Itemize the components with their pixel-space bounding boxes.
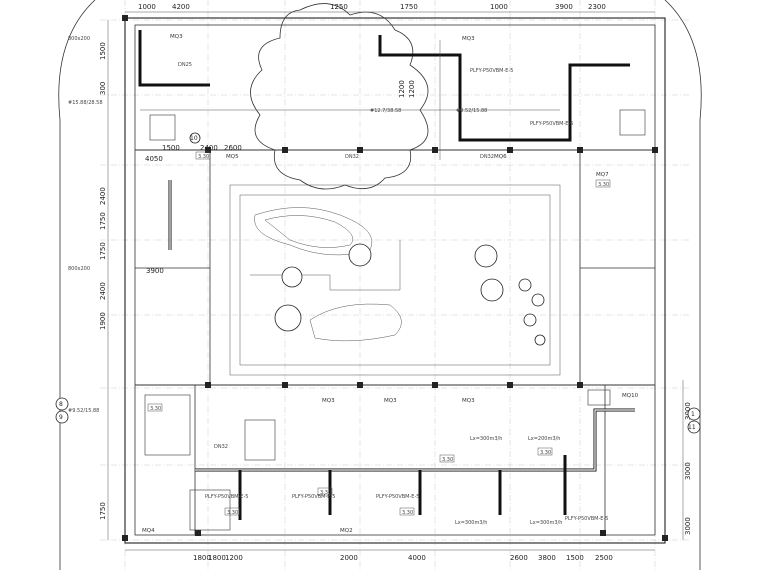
- dim-bottom-7: 1500: [566, 554, 584, 562]
- tag-mq3-d: MQ3: [462, 398, 475, 404]
- label-pipe-c: #15.88/28.58: [68, 100, 103, 106]
- duct-labels: DN32 DN32 DN32 DN25 PLFY-P50VBM-E-5 PLFY…: [68, 36, 608, 526]
- dim-right-2: 3000: [684, 517, 692, 535]
- label-lx-a: Lx=300m3/h: [470, 436, 502, 442]
- courtyard: [229, 184, 561, 376]
- top-dimensions: 1000 4200 1250 1750 1000 3900 2300: [125, 3, 655, 13]
- dim-right-1: 3000: [684, 462, 692, 480]
- label-pipe-b: #9.52/15.88: [68, 408, 99, 414]
- tree-canopy: [250, 3, 429, 190]
- building-walls: [124, 17, 666, 544]
- tag-mq10: MQ10: [622, 393, 639, 399]
- axis-left-9: 9: [59, 414, 63, 421]
- tag-mq3-a: MQ3: [170, 34, 183, 40]
- equipment: [144, 109, 646, 531]
- dim-bottom-5: 2600: [510, 554, 528, 562]
- level-3: 3.30: [540, 450, 551, 456]
- tag-mq6: MQ6: [494, 154, 507, 160]
- level-markers: 3.30 3.30 3.30 3.30 3.30 3.30 3.30 3.30: [147, 151, 611, 516]
- dim-left-3: 1750: [99, 212, 107, 230]
- dim-inner-2: 2400: [200, 144, 218, 152]
- label-plfy-e: PLFY-P50VBM-E-5: [530, 121, 573, 127]
- label-lx-d: Lx=300m3/h: [530, 520, 562, 526]
- axis-left-8: 8: [59, 401, 63, 408]
- duct-runs: [138, 30, 635, 520]
- outer-frame: [58, 0, 702, 570]
- dim-bottom-3: 2000: [340, 554, 358, 562]
- tag-mq5: MQ5: [226, 154, 239, 160]
- level-1: 3.30: [320, 490, 331, 496]
- dim-inner-5: 1200: [398, 80, 406, 98]
- label-size-a: 800x200: [68, 266, 90, 272]
- label-size-b: 800x200: [68, 36, 90, 42]
- dim-bottom-0: 1800: [193, 554, 211, 562]
- label-dn32-b: DN32: [480, 154, 494, 160]
- dim-inner-3: 2600: [224, 144, 242, 152]
- dim-bottom-4: 4000: [408, 554, 426, 562]
- tag-mq3-b: MQ3: [322, 398, 335, 404]
- label-dn25: DN25: [178, 62, 192, 68]
- dim-inner-1: 1500: [162, 144, 180, 152]
- label-plfy-a: PLFY-P50VBM-E-5: [205, 494, 248, 500]
- label-plfy-b: PLFY-P50VBM-E-5: [292, 494, 335, 500]
- level-2: 3.30: [442, 457, 453, 463]
- tag-mq3-e: MQ3: [462, 36, 475, 42]
- dim-top-0: 1000: [138, 3, 156, 11]
- dim-bottom-2: 1200: [225, 554, 243, 562]
- dim-left-0: 1500: [99, 42, 107, 60]
- level-5: 3.30: [402, 510, 413, 516]
- dim-top-1: 4200: [172, 3, 190, 11]
- dim-left-7: 1750: [99, 502, 107, 520]
- dim-left-4: 1750: [99, 242, 107, 260]
- dim-left-2: 2400: [99, 187, 107, 205]
- label-lx-c: Lx=300m3/h: [455, 520, 487, 526]
- label-dn32-a: DN32: [345, 154, 359, 160]
- dim-top-4: 1000: [490, 3, 508, 11]
- dim-bottom-8: 2500: [595, 554, 613, 562]
- axis-right-11: 11: [688, 424, 696, 431]
- tag-mq4: MQ4: [142, 528, 155, 534]
- left-dimensions: 1500 300 2400 1750 1750 2400 1900 1750: [99, 20, 109, 540]
- dim-top-2: 1250: [330, 3, 348, 11]
- level-0: 3.30: [198, 154, 209, 160]
- dim-inner-4: 3900: [146, 267, 164, 275]
- columns: [122, 15, 668, 541]
- right-dimensions: 3000 3000 3000: [682, 380, 692, 540]
- label-plfy-d: PLFY-P50VBM-E-5: [470, 68, 513, 74]
- axis-markers: 8 9 1 11 10: [55, 132, 701, 434]
- dim-inner-6: 1200: [408, 80, 416, 98]
- axis-right-1: 1: [691, 411, 695, 418]
- tag-mq7: MQ7: [596, 172, 609, 178]
- dim-bottom-6: 3800: [538, 554, 556, 562]
- tag-mq3-c: MQ3: [384, 398, 397, 404]
- level-7: 3.30: [598, 182, 609, 188]
- inner-dimensions: 4050 1500 2400 2600 3900 1200 1200: [145, 80, 416, 275]
- tag-mq2: MQ2: [340, 528, 353, 534]
- room-tags: MQ3 MQ3 MQ3 MQ3 MQ3 MQ2 MQ4 MQ5 MQ6 MQ7 …: [142, 34, 639, 534]
- dim-top-5: 3900: [555, 3, 573, 11]
- label-dn32-c: DN32: [214, 444, 228, 450]
- label-pipe-a: #12.7/38.58: [370, 108, 401, 114]
- label-plfy-c: PLFY-P50VBM-E-5: [376, 494, 419, 500]
- label-pipe-d: #9.52/15.88: [456, 108, 487, 114]
- dim-left-5: 2400: [99, 282, 107, 300]
- level-6: 3.30: [150, 406, 161, 412]
- dim-left-1: 300: [99, 82, 107, 95]
- dim-bottom-1: 1800: [208, 554, 226, 562]
- dim-right-0: 3000: [684, 402, 692, 420]
- label-plfy-f: PLFY-P50VBM-E-5: [565, 516, 608, 522]
- axis-node-10: 10: [190, 135, 198, 142]
- label-lx-b: Lx=200m3/h: [528, 436, 560, 442]
- dim-top-6: 2300: [588, 3, 606, 11]
- dim-top-3: 1750: [400, 3, 418, 11]
- dim-left-6: 1900: [99, 312, 107, 330]
- bottom-dimensions: 1800 1800 1200 2000 4000 2600 3800 1500 …: [125, 549, 655, 562]
- level-4: 3.30: [227, 510, 238, 516]
- dim-inner-0: 4050: [145, 155, 163, 163]
